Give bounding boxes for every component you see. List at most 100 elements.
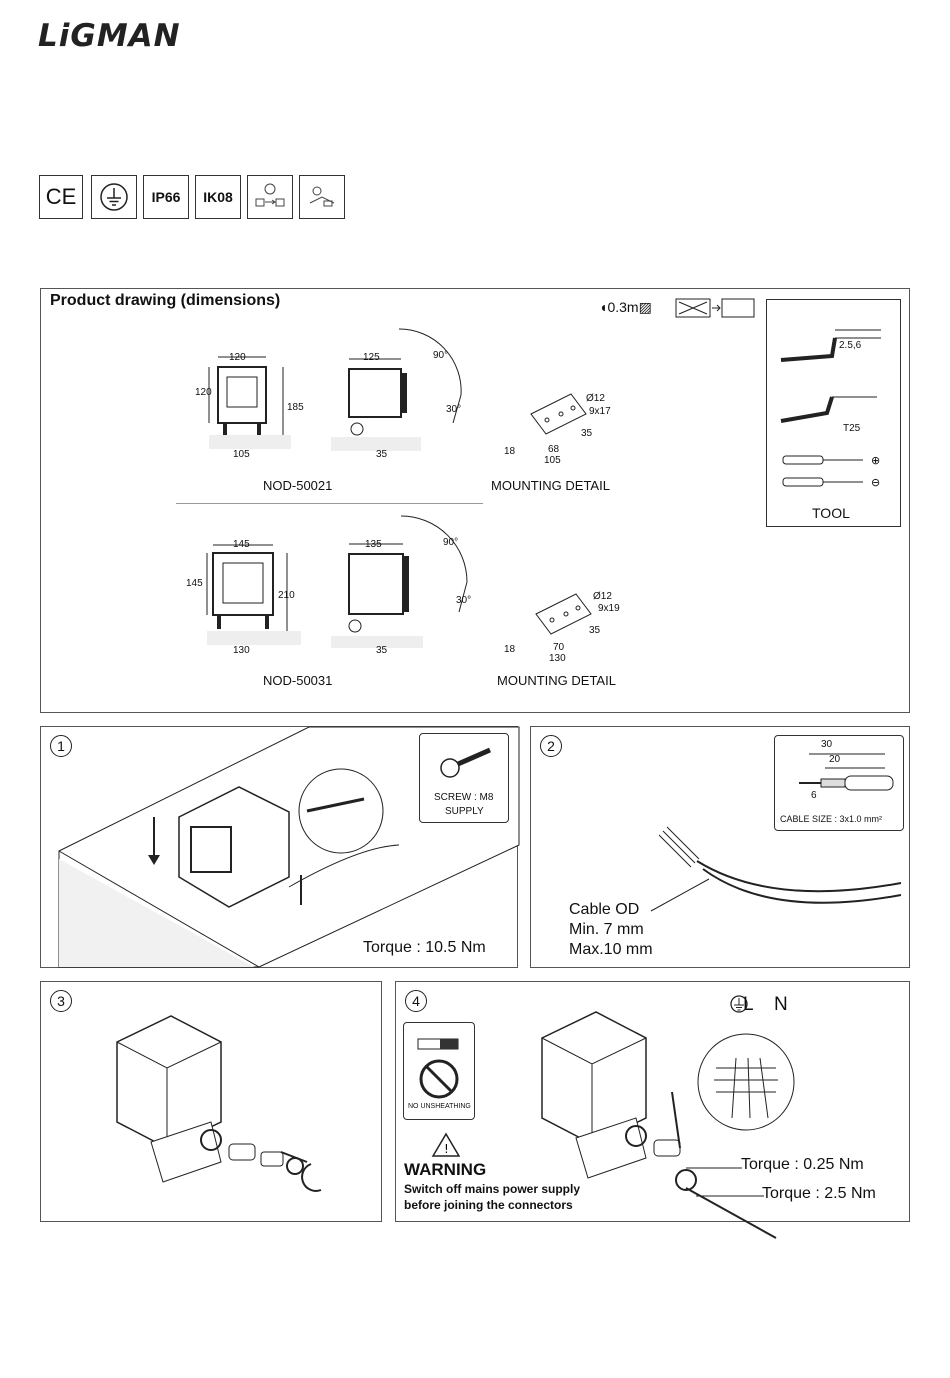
step-1-number: 1 [50,735,72,757]
model1-name: NOD-50021 [263,478,333,493]
warning-line-2: before joining the connectors [404,1198,573,1212]
strip-length-inner: 20 [829,754,841,765]
screwdrivers-icon: ⊕ ⊖ [782,454,880,489]
earth-ground-icon [91,175,137,219]
warning-title: WARNING [404,1160,487,1179]
svg-text:⊕: ⊕ [871,454,880,467]
model1-side-width: 125 [363,352,380,363]
mounting-detail-2-drawing [535,593,592,635]
mount1-label: MOUNTING DETAIL [491,478,610,493]
hatch-icon: ▨ [638,299,652,315]
model2-front-drawing [206,544,301,645]
mount2-thick: 18 [504,644,516,655]
step-4-number: 4 [405,990,427,1012]
model2-angle-top: 90° [443,537,459,548]
mount1-thick: 18 [504,446,516,457]
model2-width: 145 [233,539,250,550]
distance-value: 0.3m [607,299,639,315]
earth-terminal-icon [730,995,748,1013]
cable-strip-box: 30 20 6 CABLE SIZE : 3x1.0 mm² [774,735,904,831]
torx-key-icon [780,396,877,423]
distance-label: ◖0.3m▨ [599,299,652,316]
step-2-panel: 2 30 20 6 CABLE SIZE : 3x1.0 mm² Cable O… [530,726,910,968]
step-1-torque: Torque : 10.5 Nm [363,939,486,956]
model1-width: 120 [229,352,246,363]
model2-side-width: 135 [365,539,382,550]
no-unsheathing-box: NO UNSHEATHING [403,1022,475,1120]
strip-length-outer: 30 [821,739,833,750]
step-4-panel: 4 NO UNSHEATHING ! WARNING Switch off ma… [395,981,910,1239]
model1-side-offset: 35 [376,449,388,460]
warning-icon: ! [431,1132,461,1157]
model1-total-height: 185 [287,402,304,413]
hex-key-icon [780,329,881,362]
step-3-number: 3 [50,990,72,1012]
ik08-badge: IK08 [195,175,241,219]
tool-label: TOOL [812,505,850,521]
mount2-height: 35 [589,625,601,636]
mount1-slot: 9x17 [589,406,611,417]
model2-total-height: 210 [278,590,295,601]
model2-base: 130 [233,645,250,656]
model2-name: NOD-50031 [263,673,333,688]
torque-gland: Torque : 2.5 Nm [762,1185,876,1202]
mount2-slot: 9x19 [598,603,620,614]
mount1-length: 105 [544,455,561,466]
cable-size: CABLE SIZE : 3x1.0 mm² [780,814,883,824]
driver-icon [247,175,293,219]
svg-text:⊖: ⊖ [871,476,880,489]
lamp-half-icon: ◖ [599,299,608,315]
step-1-illustration [58,726,520,968]
mount2-spacing: 70 [553,642,565,653]
screw-icon [440,747,492,778]
cable-illustration [650,826,902,912]
step-1-panel: 1 SCREW : M8 SUPPLY Torque : 10.5 Nm [40,726,520,968]
model-separator [176,503,483,504]
step-4-illustration [541,1011,795,1239]
terminal-n: N [774,994,788,1015]
screw-size: SCREW : M8 [434,792,494,803]
model1-angle-top: 90° [433,350,449,361]
brand-logo: LiGMAN [38,18,181,54]
product-drawing-panel: Product drawing (dimensions) ◖0.3m▨ 120 … [40,288,910,713]
model1-angle-bottom: 30° [446,404,462,415]
cable-connector-icon [299,175,345,219]
warning-line-1: Switch off mains power supply [404,1182,581,1196]
strip-length-tip: 6 [811,790,817,801]
mounting-detail-1-drawing [530,393,587,435]
cable-od-min: Min. 7 mm [569,921,644,938]
model1-front-drawing [208,356,291,449]
cable-strip-drawing [799,753,894,791]
mount1-hole: Ø12 [586,393,605,404]
svg-text:!: ! [444,1142,449,1156]
ip66-badge: IP66 [143,175,189,219]
model1-base: 105 [233,449,250,460]
torque-terminal: Torque : 0.25 Nm [741,1156,864,1173]
mount2-length: 130 [549,653,566,664]
screw-supply: SUPPLY [445,806,484,817]
mount2-label: MOUNTING DETAIL [497,673,616,688]
cable-od-max: Max.10 mm [569,941,653,958]
step-3-panel: 3 [40,981,382,1222]
ce-mark-icon: CE [39,175,83,219]
torx-size: T25 [843,423,861,434]
cable-od-label: Cable OD [569,901,640,918]
no-unsheathing-icon [417,1038,459,1099]
hex-size: 2.5,6 [839,340,862,351]
drawing-title: Product drawing (dimensions) [50,292,281,309]
model2-side-offset: 35 [376,645,388,656]
step-2-number: 2 [540,735,562,757]
mount2-hole: Ø12 [593,591,612,602]
model2-side-drawing [331,515,468,648]
model1-side-drawing [331,328,462,451]
step-3-illustration [116,1015,322,1192]
no-unsheathing-label: NO UNSHEATHING [408,1103,471,1110]
screw-spec-box: SCREW : M8 SUPPLY [419,733,509,823]
model2-angle-bottom: 30° [456,595,472,606]
tool-box: 2.5,6 T25 ⊕ ⊖ TOOL [766,299,901,527]
terminal-l: L [743,994,754,1015]
model1-body-height: 120 [195,387,212,398]
mount1-height: 35 [581,428,593,439]
model2-body-height: 145 [186,578,203,589]
mount1-spacing: 68 [548,444,560,455]
